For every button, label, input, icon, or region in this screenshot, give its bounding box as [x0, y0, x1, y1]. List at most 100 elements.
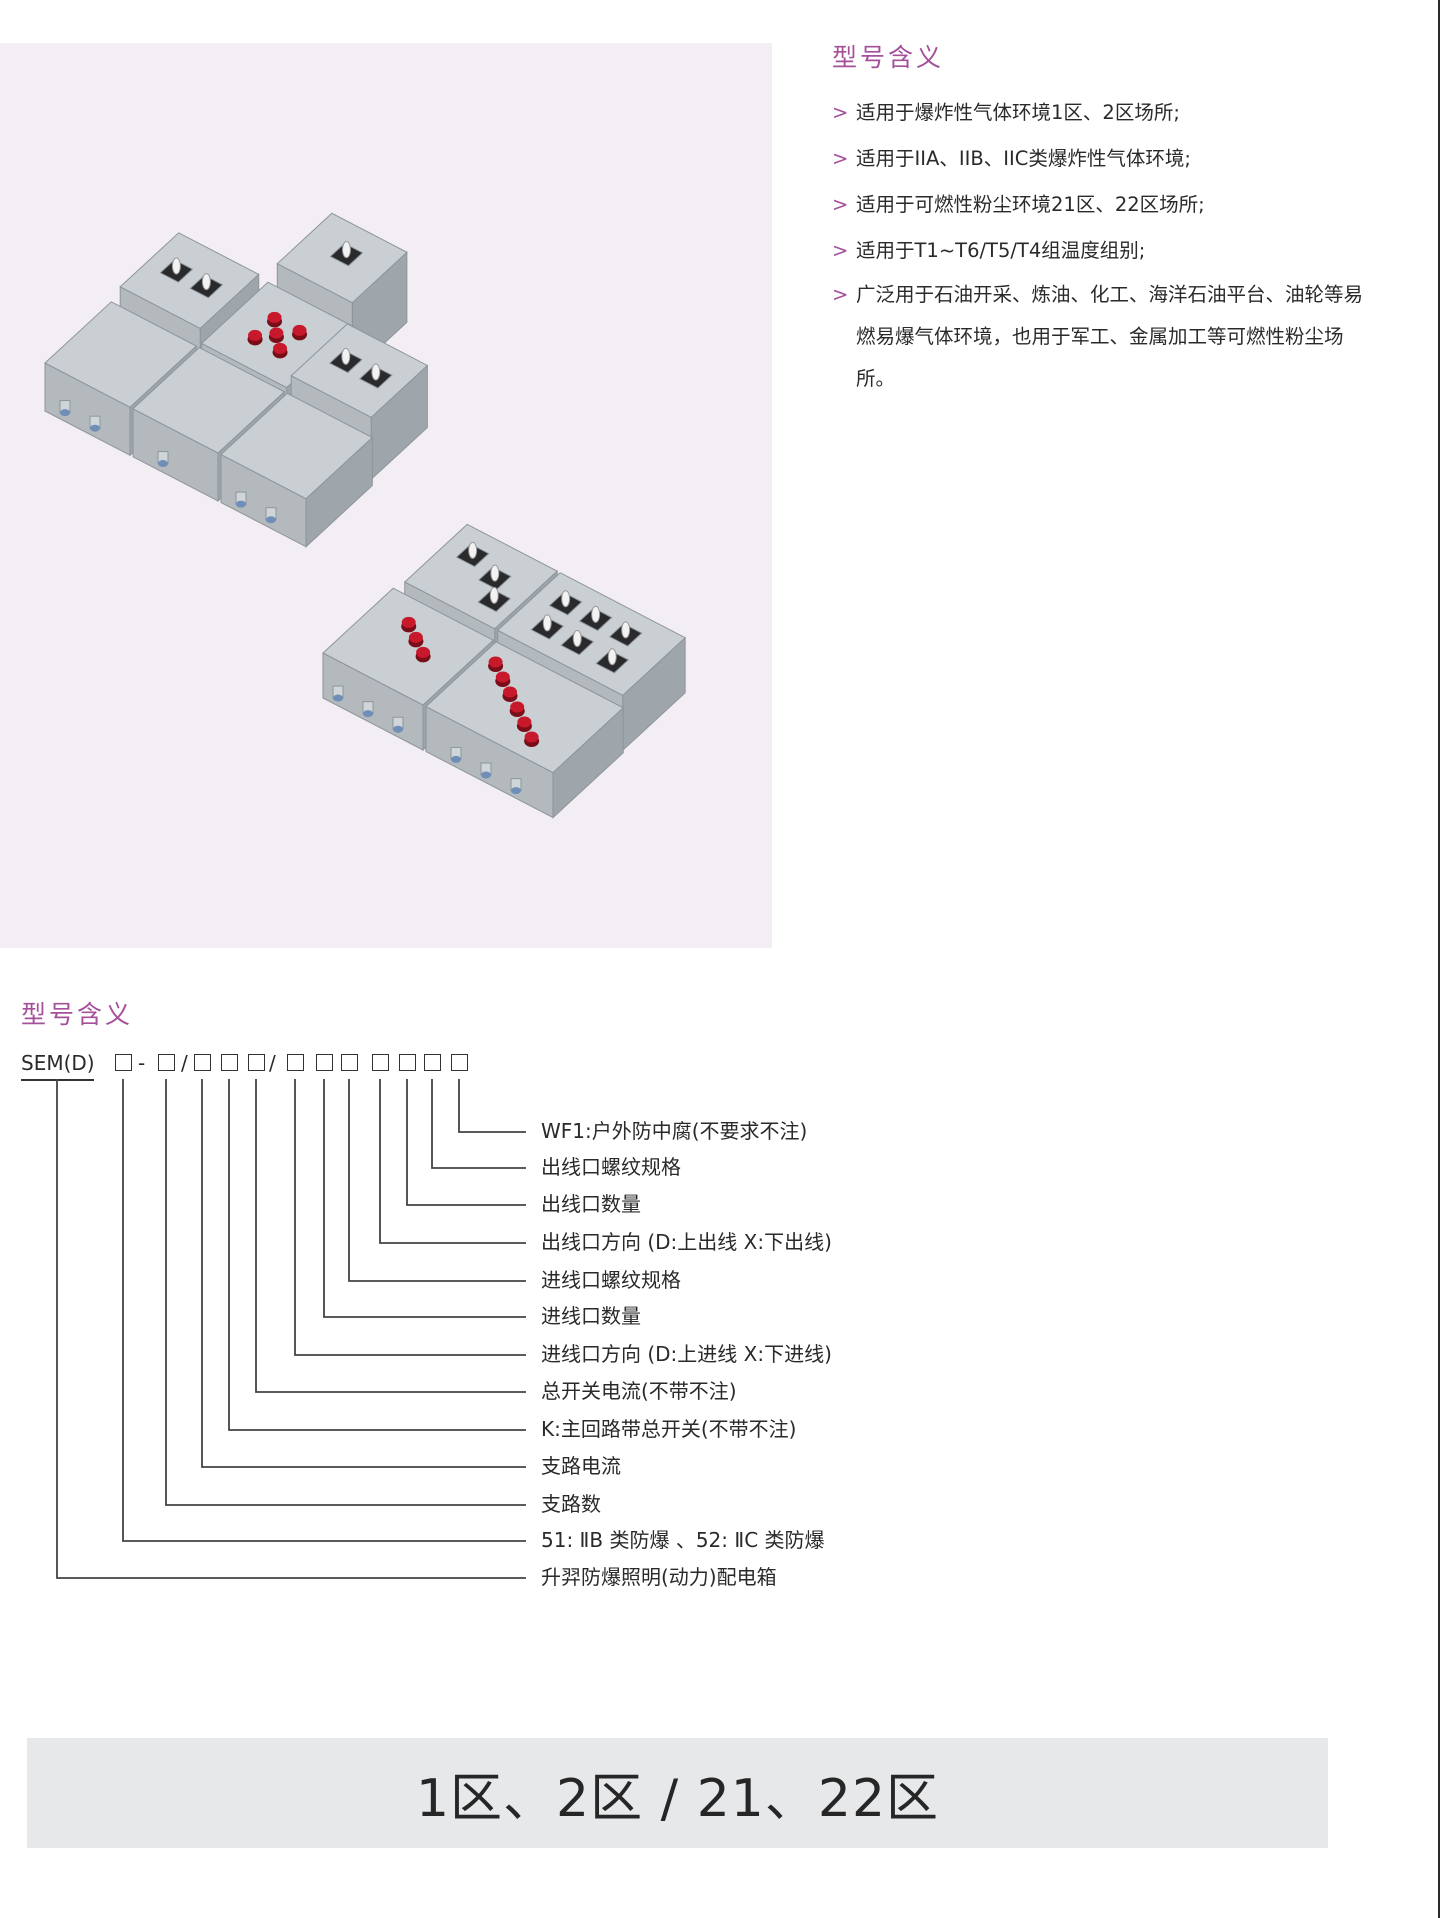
- product-photo: [0, 43, 772, 948]
- cable-gland-opening: [266, 516, 276, 524]
- code-placeholder-box: [193, 1054, 211, 1071]
- leader-line: [406, 1079, 526, 1206]
- cable-gland-opening: [236, 500, 246, 508]
- switch-lever-icon: [542, 614, 552, 632]
- leader-line: [122, 1079, 526, 1542]
- enclosure-lid: [220, 392, 374, 500]
- chevron-right-icon: >: [832, 193, 849, 216]
- switch-lever-icon: [621, 621, 631, 639]
- code-placeholder-box: [114, 1054, 132, 1071]
- cable-gland-opening: [481, 771, 491, 779]
- switch-lever-icon: [341, 241, 351, 259]
- code-placeholder-box: [157, 1054, 175, 1071]
- code-separator-slash: /: [269, 1051, 276, 1075]
- leader-line: [348, 1079, 526, 1282]
- code-placeholder-box: [220, 1054, 238, 1071]
- features-list: > 适用于爆炸性气体环境1区、2区场所; > 适用于IIA、IIB、IIC类爆炸性气…: [832, 90, 1372, 400]
- legend-label: 总开关电流(不带不注): [541, 1379, 737, 1403]
- legend-label: K:主回路带总开关(不带不注): [541, 1417, 797, 1441]
- cable-gland-opening: [90, 424, 100, 432]
- feature-item: > 适用于爆炸性气体环境1区、2区场所;: [832, 90, 1372, 136]
- chevron-right-icon: >: [832, 101, 849, 124]
- leader-line: [165, 1079, 526, 1506]
- enclosure-lid: [132, 346, 286, 454]
- code-placeholder-box: [286, 1054, 304, 1071]
- switch-lever-icon: [371, 363, 381, 381]
- explosion-proof-distribution-boxes-illustration: [44, 212, 687, 819]
- feature-text: 广泛用于石油开采、炼油、化工、海洋石油平台、油轮等易燃易爆气体环境，也用于军工、…: [856, 283, 1364, 390]
- feature-item: > 广泛用于石油开采、炼油、化工、海洋石油平台、油轮等易燃易爆气体环境，也用于军工…: [832, 274, 1372, 400]
- enclosure-lid: [496, 572, 687, 696]
- leader-line: [228, 1079, 526, 1431]
- feature-text: 适用于IIA、IIB、IIC类爆炸性气体环境;: [856, 147, 1191, 170]
- legend-label: 支路电流: [541, 1454, 621, 1478]
- switch-lever-icon: [572, 630, 582, 648]
- legend-label: 出线口数量: [541, 1192, 641, 1216]
- chevron-right-icon: >: [832, 283, 849, 306]
- red-push-button-icon: [503, 686, 517, 698]
- leader-line: [323, 1079, 526, 1318]
- feature-text: 适用于可燃性粉尘环境21区、22区场所;: [856, 193, 1205, 216]
- cable-gland-opening: [60, 409, 70, 417]
- leader-line: [458, 1079, 526, 1133]
- chevron-right-icon: >: [832, 239, 849, 262]
- switch-lever-icon: [561, 590, 571, 608]
- cable-gland-opening: [333, 694, 343, 702]
- code-placeholder-box: [247, 1054, 265, 1071]
- feature-item: > 适用于IIA、IIB、IIC类爆炸性气体环境;: [832, 136, 1372, 182]
- legend-label: 进线口方向 (D:上进线 X:下进线): [541, 1342, 832, 1366]
- leader-line: [379, 1079, 526, 1244]
- code-placeholder-box: [398, 1054, 416, 1071]
- cable-gland-opening: [393, 725, 403, 733]
- prefix-underline: [21, 1079, 94, 1081]
- legend-label: 进线口数量: [541, 1304, 641, 1328]
- features-title: 型号含义: [832, 43, 945, 72]
- cable-gland-opening: [158, 460, 168, 468]
- legend-label: 出线口螺纹规格: [541, 1155, 681, 1179]
- page-edge-rule: [1438, 0, 1440, 1918]
- model-title: 型号含义: [21, 1000, 134, 1029]
- switch-lever-icon: [591, 605, 601, 623]
- enclosure-lid: [322, 587, 495, 706]
- cable-gland-opening: [451, 755, 461, 763]
- feature-text: 适用于T1~T6/T5/T4组温度组别;: [856, 239, 1146, 262]
- enclosure-lid: [403, 523, 559, 630]
- red-push-button-icon: [401, 616, 416, 628]
- code-separator-dash: -: [138, 1051, 146, 1075]
- red-push-button-icon: [416, 646, 431, 658]
- leader-line: [201, 1079, 526, 1468]
- red-push-button-icon: [510, 701, 525, 713]
- switch-lever-icon: [468, 541, 478, 559]
- red-push-button-icon: [273, 342, 288, 354]
- code-placeholder-box: [371, 1054, 389, 1071]
- legend-label: 出线口方向 (D:上出线 X:下出线): [541, 1230, 832, 1254]
- switch-lever-icon: [171, 257, 181, 275]
- enclosure-lid: [425, 641, 625, 774]
- red-push-button-icon: [408, 631, 423, 643]
- leader-line: [255, 1079, 526, 1393]
- legend-label: WF1:户外防中腐(不要求不注): [541, 1119, 808, 1143]
- switch-lever-icon: [607, 648, 617, 666]
- switch-lever-icon: [489, 586, 499, 604]
- feature-text: 适用于爆炸性气体环境1区、2区场所;: [856, 101, 1180, 124]
- red-push-button-icon: [269, 327, 284, 339]
- leader-line: [431, 1079, 526, 1169]
- feature-item: > 适用于可燃性粉尘环境21区、22区场所;: [832, 182, 1372, 228]
- legend-label: 进线口螺纹规格: [541, 1268, 681, 1292]
- code-separator-slash: /: [181, 1051, 188, 1075]
- red-push-button-icon: [524, 731, 539, 743]
- code-placeholder-box: [423, 1054, 441, 1071]
- leader-line: [56, 1079, 526, 1579]
- code-placeholder-box: [315, 1054, 333, 1071]
- red-push-button-icon: [517, 716, 532, 728]
- chevron-right-icon: >: [832, 147, 849, 170]
- red-push-button-icon: [488, 656, 503, 668]
- code-placeholder-box: [340, 1054, 358, 1071]
- zone-banner: 1区、2区 / 21、22区: [27, 1738, 1328, 1848]
- code-placeholder-box: [450, 1054, 468, 1071]
- cable-gland-opening: [511, 787, 521, 795]
- legend-label: 支路数: [541, 1492, 601, 1516]
- legend-label: 升羿防爆照明(动力)配电箱: [541, 1565, 777, 1589]
- red-push-button-icon: [248, 329, 263, 341]
- red-push-button-icon: [292, 324, 307, 336]
